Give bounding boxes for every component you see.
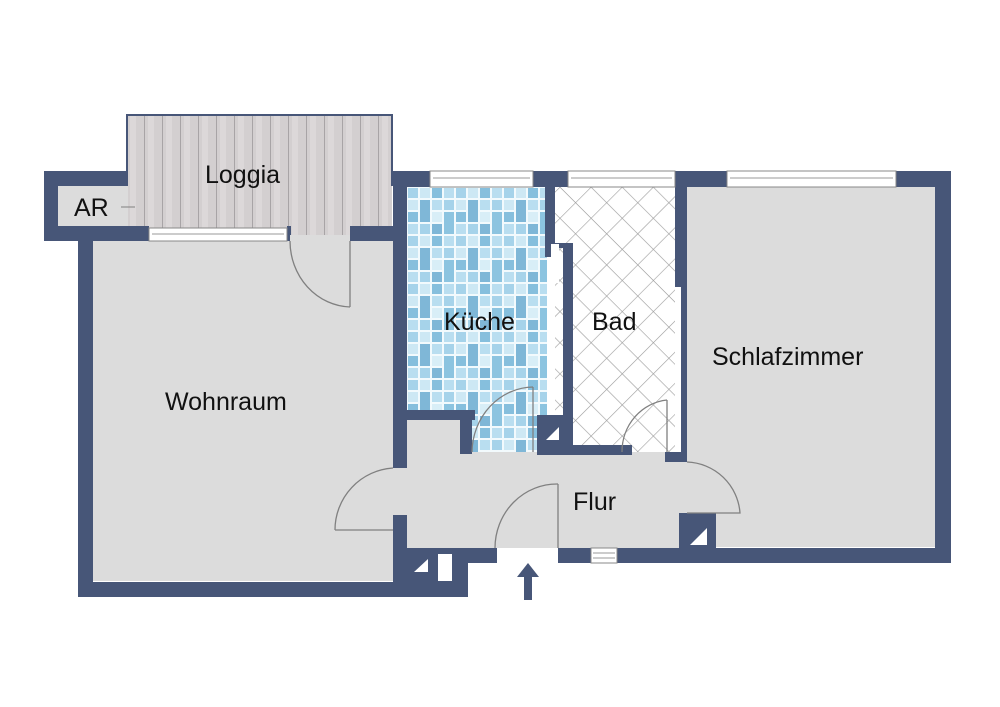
wohnraum-floor (93, 241, 399, 581)
door-bad (621, 399, 668, 453)
windows (148, 170, 897, 564)
floors (58, 115, 935, 581)
door-loggia (289, 240, 351, 308)
room-label-loggia: Loggia (205, 161, 281, 189)
entrance-opening (495, 548, 558, 563)
doors (289, 235, 741, 549)
loggia-floor (127, 115, 392, 235)
door-wohnraum (334, 467, 394, 531)
door-kueche (471, 386, 534, 453)
window-bad (567, 170, 676, 188)
window-flur (590, 547, 618, 564)
room-label-flur: Flur (573, 488, 617, 516)
walls (44, 114, 951, 597)
flur-floor (405, 415, 685, 560)
window-kueche (429, 170, 534, 188)
room-label-bad: Bad (592, 308, 637, 336)
room-label-schlafzimmer: Schlafzimmer (712, 343, 864, 371)
arrow-up-icon (517, 563, 539, 600)
room-label-ar: AR (74, 194, 109, 222)
bad-floor (555, 187, 675, 452)
shaft-symbols (414, 244, 707, 581)
room-label-wohnraum: Wohnraum (165, 388, 287, 416)
schlafzimmer-floor (685, 187, 935, 547)
room-label-kueche: Küche (444, 308, 515, 336)
window-schlafzimmer (726, 170, 897, 188)
door-schlafzimmer (686, 461, 741, 514)
kueche-floor (407, 187, 547, 452)
door-entrance (494, 483, 559, 549)
ar-floor (58, 186, 128, 226)
